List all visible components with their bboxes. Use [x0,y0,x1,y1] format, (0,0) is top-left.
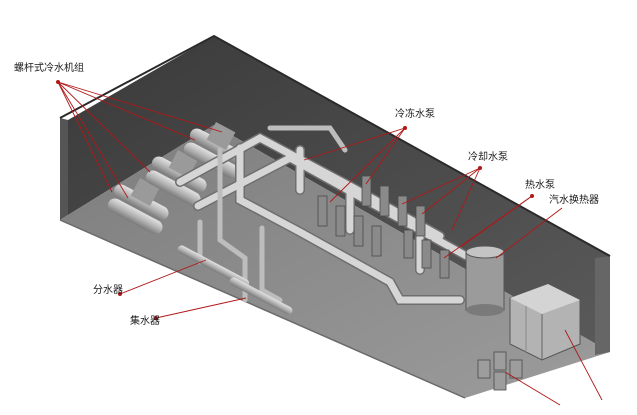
left-wall [60,118,68,220]
steam-exchanger-box [509,283,581,361]
leader-chilled-pump [303,127,406,161]
small-pump-group [477,351,523,391]
leader-lines [57,81,603,406]
leader-chiller [57,81,196,141]
leader-distributor [119,259,207,295]
heat-exchanger-tank [465,245,505,316]
leader-bottom [504,371,561,406]
label-hot-pump: 热水泵 [525,180,555,191]
label-cooling-pump: 冷却水泵 [468,152,508,163]
right-wall-edge [595,256,610,355]
leader-chilled-pump [365,127,406,185]
leader-bottom [564,329,603,401]
leader-cooling-pump [401,167,481,205]
leader-collector [155,297,247,319]
leader-arrowheads [56,80,534,320]
floor [60,125,610,398]
label-water-distributor: 分水器 [93,285,123,296]
wall-top-edge [59,34,611,257]
label-water-collector: 集水器 [130,316,160,327]
floor-front-edge [59,219,466,399]
label-screw-chiller: 螺杆式冷水机组 [14,63,84,74]
leader-cooling-pump [451,167,481,231]
label-chilled-pump: 冷冻水泵 [395,109,435,120]
leader-cooling-pump [421,167,481,215]
leader-chiller [57,81,151,173]
leader-chilled-pump [329,127,406,203]
leader-chiller [57,81,113,193]
pump-rows [317,175,450,279]
leader-chiller [57,81,223,133]
leader-steam-exchanger [495,207,563,259]
leader-chiller [57,81,129,199]
label-steam-exchanger: 汽水换热器 [549,195,599,206]
leader-hot-pump [461,195,533,247]
headers [177,245,293,315]
